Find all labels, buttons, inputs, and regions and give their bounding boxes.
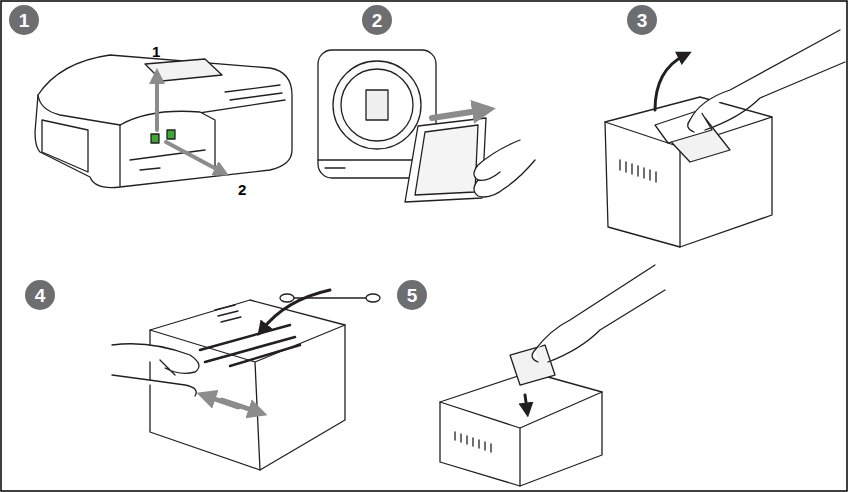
step-number: 4: [25, 280, 55, 310]
callout-number: 1: [152, 44, 160, 59]
step-number-text: 2: [372, 11, 383, 30]
step-number: 5: [397, 280, 427, 310]
callout-number: 2: [238, 182, 246, 197]
step-number-text: 3: [637, 11, 648, 30]
step-number: 3: [627, 5, 657, 35]
step-number: 1: [9, 5, 39, 35]
step-number-text: 1: [19, 11, 30, 30]
step-number-text: 4: [35, 286, 46, 305]
step-number-text: 5: [407, 286, 418, 305]
step-number: 2: [362, 5, 392, 35]
